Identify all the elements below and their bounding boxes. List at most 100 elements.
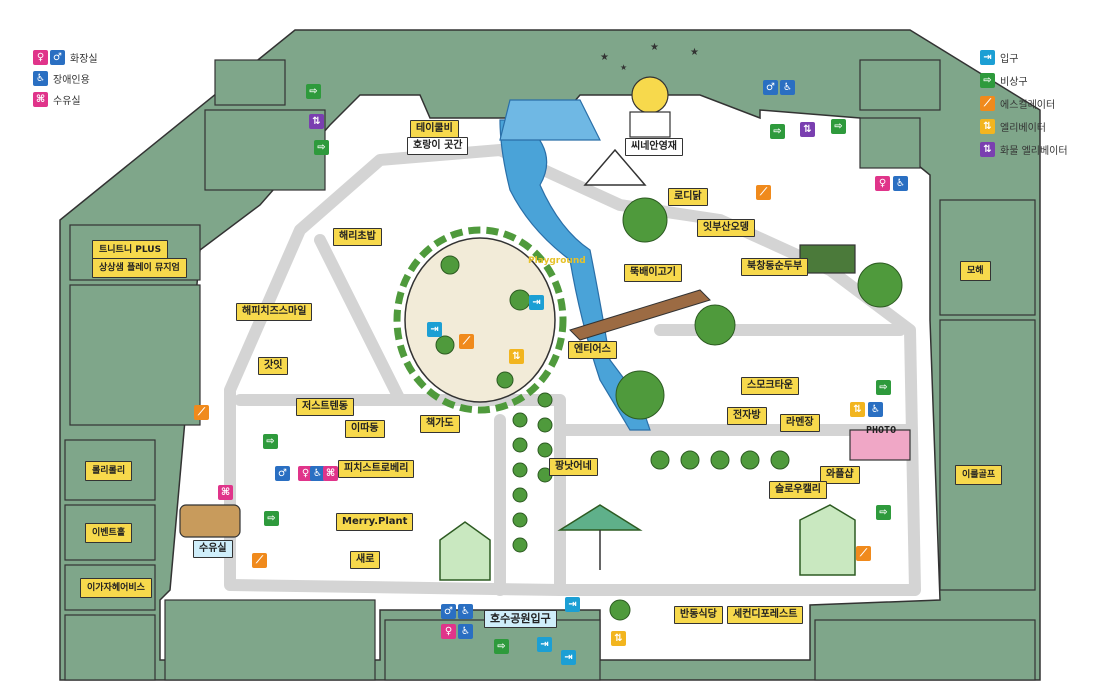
nursing-room-icon[interactable]: ⌘ xyxy=(218,485,233,500)
legend-label: 수유실 xyxy=(53,96,81,107)
escalator-icon[interactable]: ⟋ xyxy=(459,334,474,349)
elevator-icon[interactable]: ⇅ xyxy=(850,402,865,417)
emergency-exit-icon[interactable]: ⇨ xyxy=(876,505,891,520)
legend-entrance: ⇥ 입구 xyxy=(980,50,1018,65)
trailer xyxy=(179,504,241,538)
place-label[interactable]: 세컨디포레스트 xyxy=(727,606,804,624)
place-label[interactable]: 팡낫어네 xyxy=(549,458,598,476)
store-label[interactable]: 이가자헤어비스 xyxy=(80,578,152,598)
accessible-icon[interactable]: ♿ xyxy=(780,80,795,95)
store-label[interactable]: 이룰골프 xyxy=(955,465,1003,485)
entrance-icon[interactable]: ⇥ xyxy=(561,650,576,665)
emergency-exit-icon[interactable]: ⇨ xyxy=(263,434,278,449)
accessible-icon[interactable]: ♿ xyxy=(868,402,883,417)
emergency-exit-icon[interactable]: ⇨ xyxy=(306,84,321,99)
freight-elevator-icon[interactable]: ⇅ xyxy=(800,122,815,137)
legend-label: 장애인용 xyxy=(53,75,90,86)
place-label[interactable]: 라멘장 xyxy=(780,414,820,432)
place-label[interactable]: 뚝배이고기 xyxy=(624,264,682,282)
accessible-icon[interactable]: ♿ xyxy=(458,624,473,639)
entrance-icon[interactable]: ⇥ xyxy=(529,295,544,310)
restroom-icon[interactable]: ♀ xyxy=(875,176,890,191)
waterfall xyxy=(499,99,601,141)
accessible-icon[interactable]: ♿ xyxy=(893,176,908,191)
elevator-icon: ⇅ xyxy=(980,119,995,134)
place-label[interactable]: 해피치즈스마일 xyxy=(236,303,313,321)
escalator-icon[interactable]: ⟋ xyxy=(252,553,267,568)
restroom-icon: ♀ xyxy=(33,50,48,65)
emergency-exit-icon[interactable]: ⇨ xyxy=(314,140,329,155)
emergency-exit-icon[interactable]: ⇨ xyxy=(770,124,785,139)
main-entrance-label[interactable]: 호수공원입구 xyxy=(484,610,557,628)
top-store-blocks xyxy=(204,59,941,191)
place-label[interactable]: 엔티어스 xyxy=(568,341,617,359)
place-label[interactable]: 잇부산오뎅 xyxy=(697,219,755,237)
place-label[interactable]: 갓잇 xyxy=(258,357,289,375)
legend-freight: ⇅ 화물 엘리베이터 xyxy=(980,142,1068,157)
legend-label: 엘리베이터 xyxy=(1000,123,1046,134)
place-label[interactable]: 저스트텐동 xyxy=(296,398,354,416)
store-label[interactable]: 상상샘 플레이 뮤지엄 xyxy=(92,258,187,278)
restroom-icon[interactable]: ♂ xyxy=(441,604,456,619)
place-label[interactable]: 와플샵 xyxy=(820,466,860,484)
legend-label: 화물 엘리베이터 xyxy=(1000,146,1068,157)
tree-column xyxy=(512,392,553,553)
place-label[interactable]: 로디닭 xyxy=(668,188,708,206)
accessible-icon: ♿ xyxy=(33,71,48,86)
place-label[interactable]: 전자방 xyxy=(727,407,767,425)
legend-label: 입구 xyxy=(1000,54,1019,65)
photo-label: PHOTO xyxy=(866,425,897,436)
place-label[interactable]: 새로 xyxy=(350,551,381,569)
trees xyxy=(435,197,903,621)
accessible-icon[interactable]: ♿ xyxy=(458,604,473,619)
photo-truck xyxy=(849,429,911,461)
place-label[interactable]: 슬로우캘리 xyxy=(769,481,827,499)
place-label[interactable]: 반동식당 xyxy=(674,606,723,624)
escalator-icon[interactable]: ⟋ xyxy=(756,185,771,200)
emergency-exit-icon[interactable]: ⇨ xyxy=(494,639,509,654)
accessible-icon[interactable]: ♿ xyxy=(310,466,325,481)
emergency-exit-icon[interactable]: ⇨ xyxy=(831,119,846,134)
emergency-exit-icon[interactable]: ⇨ xyxy=(876,380,891,395)
legend-label: 화장실 xyxy=(70,54,98,65)
restroom-icon[interactable]: ♀ xyxy=(298,466,313,481)
entrance-icon[interactable]: ⇥ xyxy=(537,637,552,652)
store-label[interactable]: 트니트니 PLUS xyxy=(92,240,169,260)
greenhouse xyxy=(439,504,856,581)
place-label[interactable]: 해리초밥 xyxy=(333,228,382,246)
entrance-icon[interactable]: ⇥ xyxy=(565,597,580,612)
store-label[interactable]: 롤리롤리 xyxy=(85,461,133,481)
place-label[interactable]: 이따동 xyxy=(345,420,385,438)
escalator-icon[interactable]: ⟋ xyxy=(194,405,209,420)
emergency-exit-icon[interactable]: ⇨ xyxy=(264,511,279,526)
stars: ★ ★ ★ ★ xyxy=(600,42,699,72)
freight-elevator-icon: ⇅ xyxy=(980,142,995,157)
svg-text:★: ★ xyxy=(690,47,699,58)
escalator-icon[interactable]: ⟋ xyxy=(856,546,871,561)
nursing-room-icon[interactable]: ⌘ xyxy=(323,466,338,481)
restroom-icon[interactable]: ♂ xyxy=(275,466,290,481)
place-label[interactable]: 테이쿨비 xyxy=(410,120,459,138)
restroom-icon[interactable]: ♀ xyxy=(441,624,456,639)
elevator-icon[interactable]: ⇅ xyxy=(509,349,524,364)
place-label[interactable]: 씨네안영재 xyxy=(625,138,683,156)
store-label[interactable]: 이벤트홀 xyxy=(85,523,133,543)
place-label[interactable]: 책가도 xyxy=(420,415,460,433)
restroom-icon[interactable]: ♂ xyxy=(763,80,778,95)
restroom-male-icon: ♂ xyxy=(50,50,65,65)
place-label[interactable]: 북창동순두부 xyxy=(741,258,809,276)
svg-text:★: ★ xyxy=(620,63,627,72)
place-label[interactable]: 피치스트로베리 xyxy=(338,460,415,478)
entrance-icon[interactable]: ⇥ xyxy=(427,322,442,337)
place-label[interactable]: Merry.Plant xyxy=(336,513,414,531)
legend-elevator: ⇅ 엘리베이터 xyxy=(980,119,1046,134)
store-label[interactable]: 모해 xyxy=(960,261,991,281)
legend-emergency: ⇨ 비상구 xyxy=(980,73,1028,88)
elevator-icon[interactable]: ⇅ xyxy=(611,631,626,646)
food-truck xyxy=(799,244,856,274)
freight-elevator-icon[interactable]: ⇅ xyxy=(309,114,324,129)
place-label[interactable]: 스모크타운 xyxy=(741,377,799,395)
place-label[interactable]: 호랑이 곳간 xyxy=(407,137,469,155)
place-label[interactable]: 수유실 xyxy=(193,540,233,558)
